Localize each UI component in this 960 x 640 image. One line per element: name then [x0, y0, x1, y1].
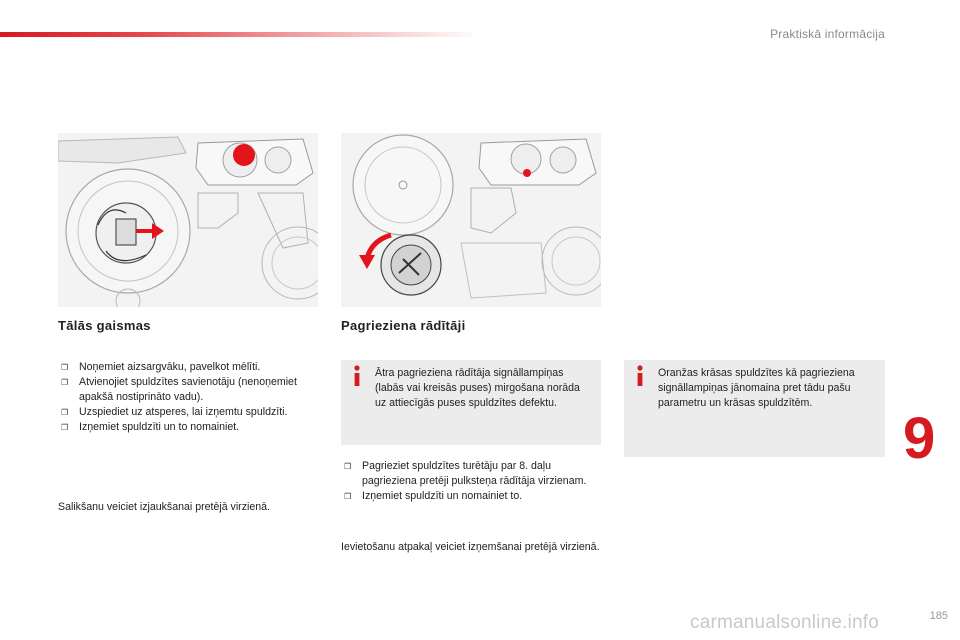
illustration-turn-indicator: [341, 133, 601, 307]
high-beam-heading: Tālās gaismas: [58, 318, 151, 333]
square-bullet-icon: ❐: [61, 423, 69, 432]
turn-indicator-heading: Pagrieziena rādītāji: [341, 318, 466, 333]
info-text: Oranžas krāsas spuldzītes kā pagrieziena…: [658, 367, 855, 409]
page-number: 185: [929, 610, 948, 622]
square-bullet-icon: ❐: [61, 363, 69, 372]
square-bullet-icon: ❐: [61, 378, 69, 387]
orange-bulb-info-box: Oranžas krāsas spuldzītes kā pagrieziena…: [624, 360, 885, 457]
header-accent-bar: [0, 32, 480, 37]
turn-indicator-steps: ❐Pagrieziet spuldzītes turētāju par 8. d…: [343, 459, 593, 504]
watermark: carmanualsonline.info: [690, 612, 880, 633]
chapter-number: 9: [903, 406, 936, 471]
high-beam-steps: ❐Noņemiet aizsargvāku, pavelkot mēlīti. …: [60, 360, 310, 435]
list-item: ❐Izņemiet spuldzīti un to nomainiet.: [61, 421, 240, 433]
list-item: ❐Pagrieziet spuldzītes turētāju par 8. d…: [344, 460, 587, 487]
square-bullet-icon: ❐: [344, 492, 352, 501]
illustration-high-beam: [58, 133, 318, 307]
square-bullet-icon: ❐: [344, 462, 352, 471]
list-item: ❐Atvienojiet spuldzītes savienotāju (nen…: [61, 376, 297, 403]
list-item: ❐Uzspiediet uz atsperes, lai izņemtu spu…: [61, 406, 288, 418]
turn-indicator-note: Ievietošanu atpakaļ veiciet izņemšanai p…: [341, 541, 600, 553]
info-icon: [354, 365, 360, 386]
info-text: Ātra pagrieziena rādītāja signāllampiņas…: [375, 367, 580, 409]
list-item: ❐Noņemiet aizsargvāku, pavelkot mēlīti.: [61, 361, 261, 373]
square-bullet-icon: ❐: [61, 408, 69, 417]
info-icon: [637, 365, 643, 386]
turn-indicator-info-box: Ātra pagrieziena rādītāja signāllampiņas…: [341, 360, 601, 445]
high-beam-note: Salikšanu veiciet izjaukšanai pretējā vi…: [58, 501, 270, 513]
list-item: ❐Izņemiet spuldzīti un nomainiet to.: [344, 490, 523, 502]
section-title: Praktiskā informācija: [770, 27, 885, 41]
